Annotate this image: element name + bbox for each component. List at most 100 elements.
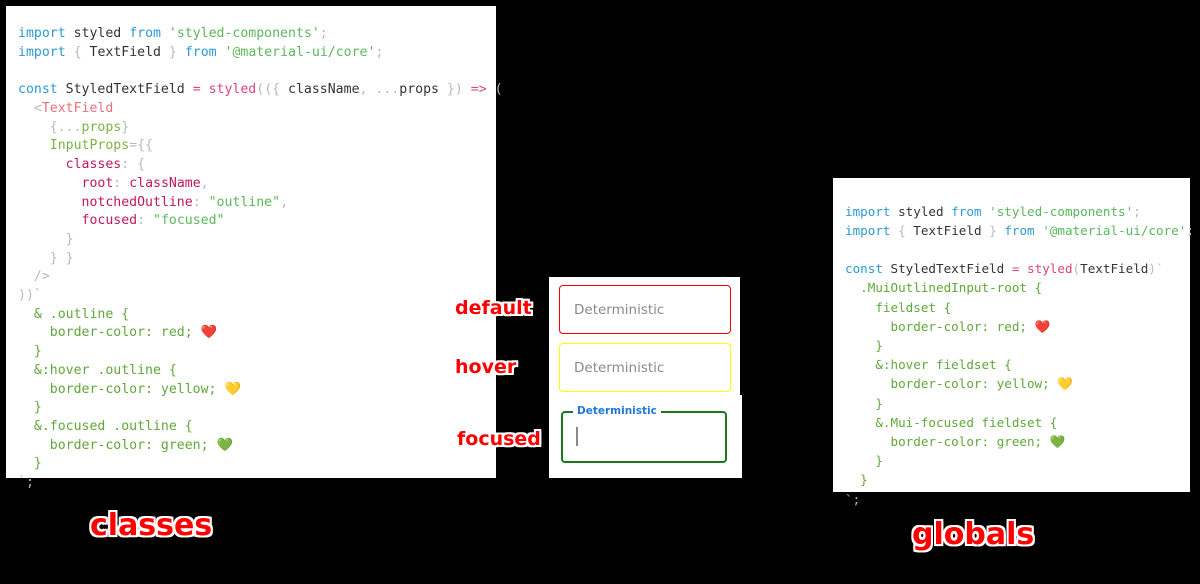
code-token xyxy=(18,382,50,397)
code-token: &.focused .outline { xyxy=(33,418,193,434)
code-token: )` xyxy=(1148,261,1164,277)
code-token: ❤️ xyxy=(1034,318,1051,334)
code-token: className xyxy=(288,82,360,98)
code-token: border-color: yellow; xyxy=(890,376,1058,392)
code-token: props xyxy=(399,82,439,98)
code-token xyxy=(18,138,50,153)
textfield-focused-label: Deterministic xyxy=(573,405,661,417)
code-token xyxy=(845,415,875,430)
code-token: { xyxy=(898,222,906,238)
code-token: root xyxy=(81,175,114,191)
code-token xyxy=(18,195,82,210)
globals-caption: globals xyxy=(912,517,1035,552)
classes-code-panel xyxy=(6,6,496,478)
code-token: < xyxy=(33,101,42,116)
code-token: border-color: green; xyxy=(890,434,1050,450)
code-token: } xyxy=(875,338,883,354)
code-token: , xyxy=(200,175,209,191)
code-token: props xyxy=(81,119,122,135)
code-token xyxy=(845,434,891,449)
text-caret-icon xyxy=(576,427,578,446)
code-token: } xyxy=(33,400,42,416)
code-token xyxy=(982,204,990,219)
code-token xyxy=(982,223,990,238)
code-token xyxy=(1019,261,1027,276)
code-token: ; xyxy=(375,44,384,60)
code-token: } xyxy=(33,344,42,360)
code-token: ( xyxy=(1072,261,1081,277)
code-token: border-color: red; xyxy=(890,318,1035,334)
code-token: 💚 xyxy=(1049,434,1066,450)
code-token: , xyxy=(359,82,368,98)
code-token xyxy=(18,213,82,228)
code-token: border-color: green; xyxy=(49,437,217,453)
code-token: import xyxy=(845,222,891,238)
code-token: { xyxy=(137,157,146,173)
code-token xyxy=(845,300,875,315)
code-token xyxy=(18,456,34,471)
code-token: notchedOutline xyxy=(81,194,193,210)
state-label-focused: focused xyxy=(457,428,541,450)
code-token: ))` xyxy=(18,288,42,304)
code-token xyxy=(891,204,899,219)
classes-code-block: import styled from 'styled-components'; … xyxy=(18,25,503,493)
code-token xyxy=(129,157,137,172)
globals-code-block: import styled from 'styled-components'; … xyxy=(845,202,1194,509)
code-token: ❤️ xyxy=(200,325,218,341)
code-token: from xyxy=(951,203,982,219)
classes-caption: classes xyxy=(90,508,213,543)
code-token xyxy=(18,325,50,340)
code-token: StyledTextField xyxy=(890,261,1005,277)
code-token: : xyxy=(192,194,201,210)
code-token: ; xyxy=(1133,203,1141,219)
code-token: } xyxy=(875,453,883,469)
code-token: from xyxy=(1004,222,1035,238)
code-token: from xyxy=(184,44,217,60)
code-token: InputProps xyxy=(49,138,130,154)
code-token: from xyxy=(129,26,161,42)
textfield-default-value: Deterministic xyxy=(574,301,665,318)
code-token: '@material-ui/core' xyxy=(1042,222,1187,238)
textfield-default[interactable]: Deterministic xyxy=(559,285,731,334)
state-label-default: default xyxy=(455,297,532,319)
code-token: ; xyxy=(319,26,328,42)
code-token xyxy=(18,157,66,172)
code-token xyxy=(121,26,129,41)
code-token: 💛 xyxy=(224,381,241,397)
textfield-hover[interactable]: Deterministic xyxy=(559,343,731,392)
code-token: : xyxy=(137,213,146,229)
code-token: { xyxy=(49,119,58,135)
code-token: } xyxy=(446,82,455,98)
code-token: const xyxy=(18,82,58,98)
code-token xyxy=(18,120,50,135)
code-token: { xyxy=(272,82,281,98)
code-token xyxy=(18,101,34,116)
code-token: &.Mui-focused fieldset { xyxy=(875,414,1058,430)
code-token xyxy=(82,45,90,60)
textfield-focused[interactable]: Deterministic xyxy=(561,405,727,463)
code-token: : xyxy=(113,175,122,191)
code-token xyxy=(18,344,34,359)
code-token: = xyxy=(129,138,138,154)
code-token xyxy=(891,223,899,238)
code-token: {{ xyxy=(137,138,154,154)
code-token xyxy=(217,45,225,60)
code-token: TextField xyxy=(89,44,161,60)
code-token: `; xyxy=(18,475,34,491)
code-token xyxy=(58,82,66,97)
code-token xyxy=(201,195,209,210)
code-token: } xyxy=(860,472,868,488)
code-token xyxy=(18,251,50,266)
code-token: 'styled-components' xyxy=(168,26,320,42)
code-token xyxy=(845,472,860,487)
code-token xyxy=(145,213,153,228)
code-token: &:hover .outline { xyxy=(33,362,177,378)
code-token: fieldset { xyxy=(875,299,952,315)
code-token xyxy=(18,419,34,434)
code-token: "outline" xyxy=(208,194,281,210)
code-token: styled xyxy=(1027,261,1073,277)
code-token: ... xyxy=(57,119,82,135)
globals-code-panel xyxy=(833,178,1190,492)
code-token xyxy=(845,396,875,411)
code-token: ; xyxy=(1186,222,1194,238)
